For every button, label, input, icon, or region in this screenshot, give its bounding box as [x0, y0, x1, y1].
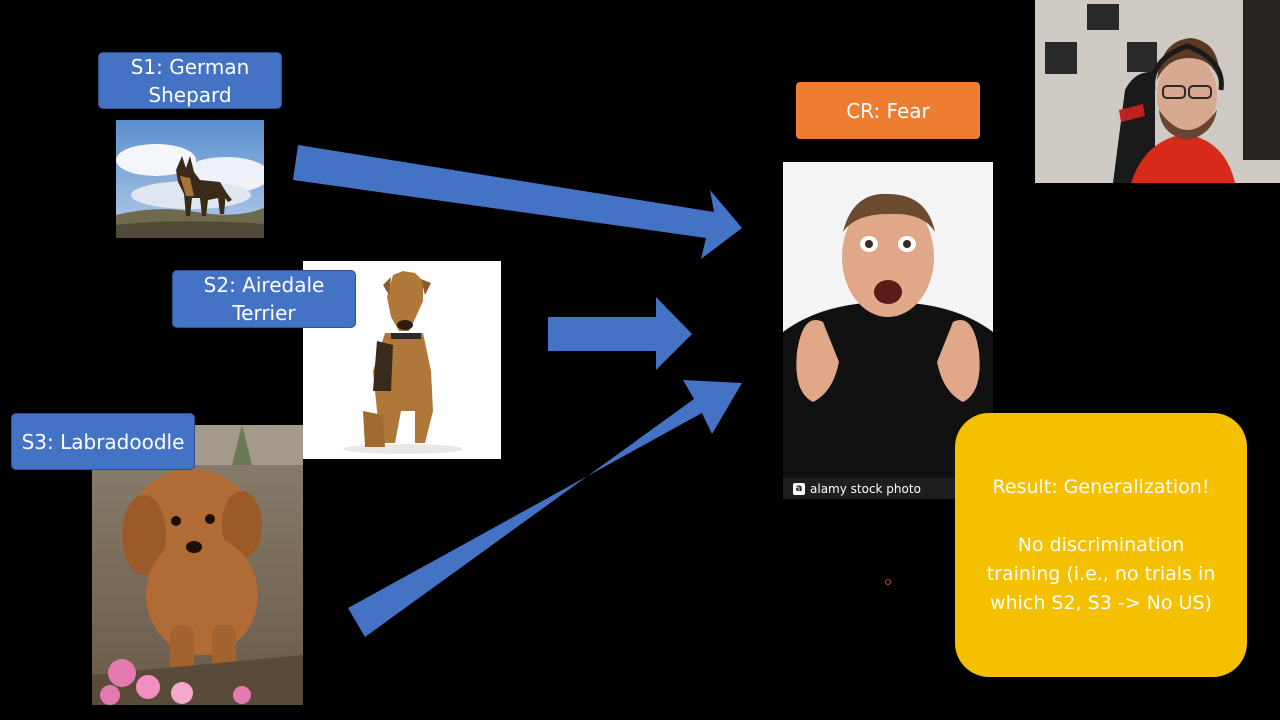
presenter-webcam-feed	[1035, 0, 1280, 183]
result-title: Result: Generalization!	[955, 473, 1247, 502]
stock-watermark-text: alamy stock photo	[810, 482, 921, 496]
stimulus-label-s3-text: S3: Labradoodle	[22, 428, 185, 456]
stimulus-label-s2: S2: Airedale Terrier	[172, 270, 356, 328]
result-detail: No discrimination training (i.e., no tri…	[955, 531, 1247, 618]
stimulus-label-s2-text: S2: Airedale Terrier	[173, 271, 355, 327]
stimulus-label-s3: S3: Labradoodle	[11, 413, 195, 470]
stimulus-label-s1-text: S1: German Shepard	[99, 53, 281, 109]
arrow-s1-to-cr	[293, 145, 742, 259]
response-label: CR: Fear	[796, 82, 980, 139]
alamy-logo-icon: a	[793, 483, 805, 495]
german-shepherd-photo	[116, 120, 264, 238]
arrow-s2-to-cr	[548, 297, 692, 370]
stimulus-label-s1: S1: German Shepard	[98, 52, 282, 109]
cursor-pointer-icon	[885, 579, 891, 585]
result-box: Result: Generalization! No discriminatio…	[955, 413, 1247, 677]
response-label-text: CR: Fear	[846, 99, 930, 123]
stock-watermark: a alamy stock photo	[783, 478, 958, 499]
